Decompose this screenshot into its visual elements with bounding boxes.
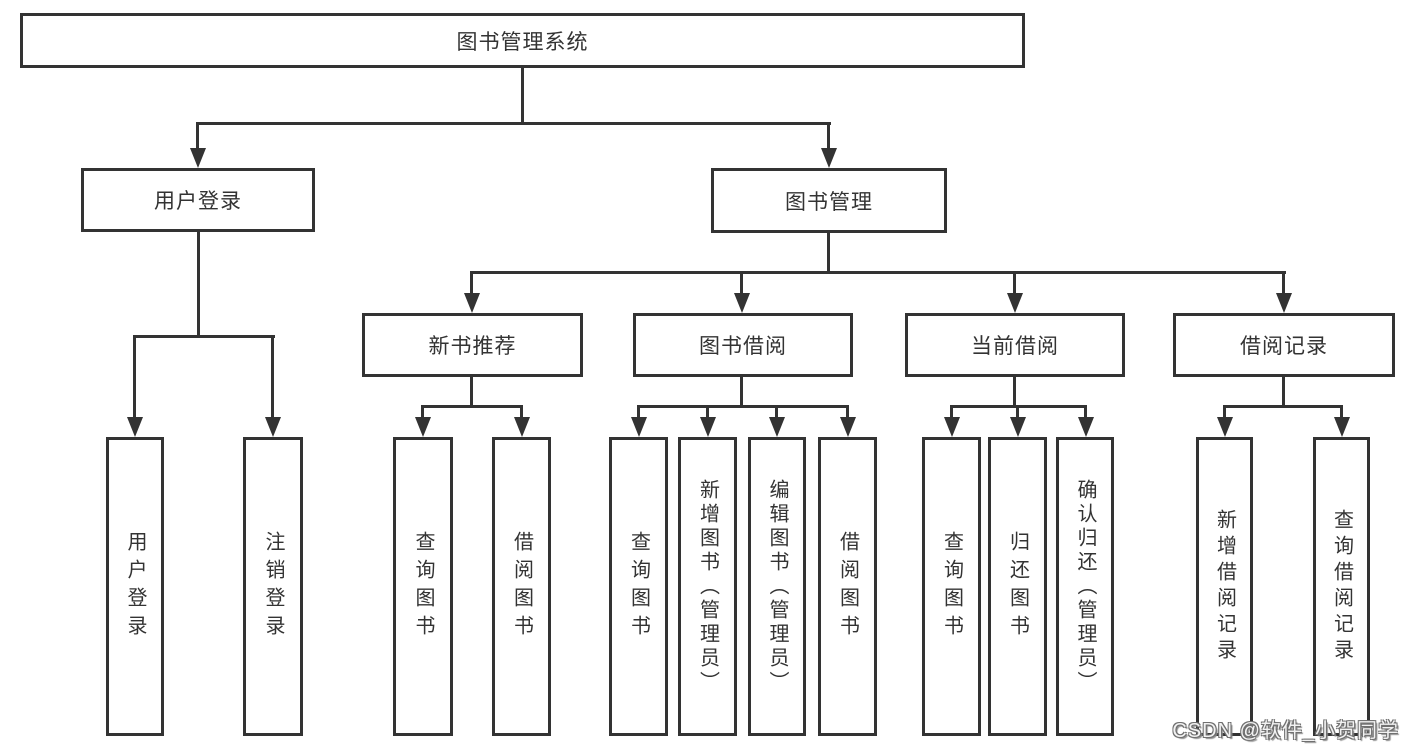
node-leaf-logout-label: 注销登录 (262, 530, 284, 643)
node-leaf-edit-book-admin: 编辑图书（管理员） (748, 437, 806, 736)
csdn-watermark: CSDN @软件_小贺同学 (1172, 720, 1399, 742)
node-leaf-query-book-current-label: 查询图书 (940, 530, 963, 643)
connector-to-leaf-logout (271, 335, 274, 417)
arrowhead-add-book-admin (700, 417, 716, 437)
connector-book-mgmt-branch (470, 271, 1286, 274)
node-current-borrow-label: 当前借阅 (971, 335, 1059, 358)
arrowhead-leaf-logout (265, 417, 281, 437)
node-leaf-logout: 注销登录 (243, 437, 303, 736)
node-new-book-rec-label: 新书推荐 (428, 335, 517, 358)
node-leaf-query-book-borrow: 查询图书 (609, 437, 668, 736)
arrowhead-query-book-current (944, 417, 960, 437)
connector-to-book-borrow (740, 271, 743, 293)
arrowhead-new-book-rec (464, 293, 480, 313)
node-leaf-query-book-rec: 查询图书 (393, 437, 453, 736)
arrowhead-query-borrow-record (1334, 417, 1350, 437)
arrowhead-query-book-borrow (631, 417, 647, 437)
connector-to-new-book-rec (470, 271, 473, 293)
node-leaf-confirm-return-admin-label: 确认归还（管理员） (1074, 478, 1096, 695)
connector-book-mgmt-stem (827, 233, 830, 273)
node-book-borrow-label: 图书借阅 (699, 335, 787, 358)
node-leaf-add-book-admin: 新增图书（管理员） (678, 437, 737, 736)
node-leaf-confirm-return-admin: 确认归还（管理员） (1056, 437, 1114, 736)
connector-current-borrow-stem (1013, 377, 1016, 407)
connector-user-login-stem (197, 232, 200, 338)
node-borrow-records-label: 借阅记录 (1240, 335, 1328, 358)
connector-to-user-login (196, 122, 199, 148)
connector-root-branch (197, 122, 831, 125)
node-new-book-rec: 新书推荐 (362, 313, 583, 377)
node-leaf-user-login: 用户登录 (106, 437, 164, 736)
arrowhead-book-borrow (734, 293, 750, 313)
node-leaf-user-login-label: 用户登录 (124, 530, 146, 643)
arrowhead-confirm-return (1078, 417, 1094, 437)
node-book-mgmt: 图书管理 (711, 168, 947, 233)
node-leaf-query-book-borrow-label: 查询图书 (627, 530, 650, 643)
node-current-borrow: 当前借阅 (905, 313, 1125, 377)
connector-root-stem (521, 68, 524, 122)
node-leaf-borrow-book-rec: 借阅图书 (492, 437, 551, 736)
node-leaf-add-borrow-record: 新增借阅记录 (1196, 437, 1253, 736)
node-leaf-query-book-rec-label: 查询图书 (412, 530, 434, 643)
node-leaf-query-borrow-record-label: 查询借阅记录 (1330, 508, 1353, 665)
arrowhead-return-book (1010, 417, 1026, 437)
arrowhead-book-mgmt (821, 148, 837, 168)
node-user-login-label: 用户登录 (154, 190, 242, 213)
connector-borrow-records-stem (1282, 377, 1285, 407)
node-leaf-add-book-admin-label: 新增图书（管理员） (696, 478, 719, 695)
connector-to-return-book (1016, 405, 1019, 417)
connector-new-book-rec-branch (421, 405, 523, 408)
node-book-borrow: 图书借阅 (633, 313, 853, 377)
connector-to-borrow-records (1282, 271, 1285, 293)
connector-user-login-branch (133, 335, 275, 338)
node-borrow-records: 借阅记录 (1173, 313, 1395, 377)
connector-to-edit-book-admin (775, 405, 778, 417)
node-library-system: 图书管理系统 (20, 13, 1025, 68)
connector-to-query-book-current (950, 405, 953, 417)
connector-to-leaf-user-login (133, 335, 136, 417)
connector-borrow-records-branch (1223, 405, 1343, 408)
connector-to-query-book-rec (421, 405, 424, 417)
arrowhead-query-book-rec (415, 417, 431, 437)
node-library-system-label: 图书管理系统 (456, 30, 589, 54)
connector-book-borrow-branch (637, 405, 849, 408)
connector-to-add-book-admin (706, 405, 709, 417)
arrowhead-add-borrow-record (1217, 417, 1233, 437)
node-user-login: 用户登录 (81, 168, 315, 232)
arrowhead-user-login (190, 148, 206, 168)
node-leaf-query-book-current: 查询图书 (922, 437, 981, 736)
connector-book-borrow-stem (740, 377, 743, 407)
node-leaf-edit-book-admin-label: 编辑图书（管理员） (766, 478, 788, 695)
arrowhead-borrow-book-borrow (840, 417, 856, 437)
connector-to-borrow-book-borrow (846, 405, 849, 417)
arrowhead-current-borrow (1007, 293, 1023, 313)
node-book-mgmt-label: 图书管理 (785, 190, 873, 214)
connector-to-book-mgmt (827, 122, 830, 148)
connector-to-query-book-borrow (637, 405, 640, 417)
connector-to-borrow-book-rec (520, 405, 523, 417)
arrowhead-leaf-user-login (127, 417, 143, 437)
node-leaf-borrow-book-borrow: 借阅图书 (818, 437, 877, 736)
arrowhead-borrow-book-rec (514, 417, 530, 437)
connector-to-current-borrow (1013, 271, 1016, 293)
node-leaf-borrow-book-borrow-label: 借阅图书 (836, 530, 859, 643)
node-leaf-return-book-label: 归还图书 (1006, 530, 1029, 643)
connector-to-query-borrow-record (1340, 405, 1343, 417)
node-leaf-add-borrow-record-label: 新增借阅记录 (1213, 508, 1236, 665)
connector-to-confirm-return (1084, 405, 1087, 417)
node-leaf-return-book: 归还图书 (988, 437, 1047, 736)
connector-to-add-borrow-record (1223, 405, 1226, 417)
arrowhead-edit-book-admin (769, 417, 785, 437)
node-leaf-query-borrow-record: 查询借阅记录 (1313, 437, 1370, 736)
arrowhead-borrow-records (1276, 293, 1292, 313)
node-leaf-borrow-book-rec-label: 借阅图书 (510, 530, 533, 643)
connector-new-book-rec-stem (470, 377, 473, 407)
